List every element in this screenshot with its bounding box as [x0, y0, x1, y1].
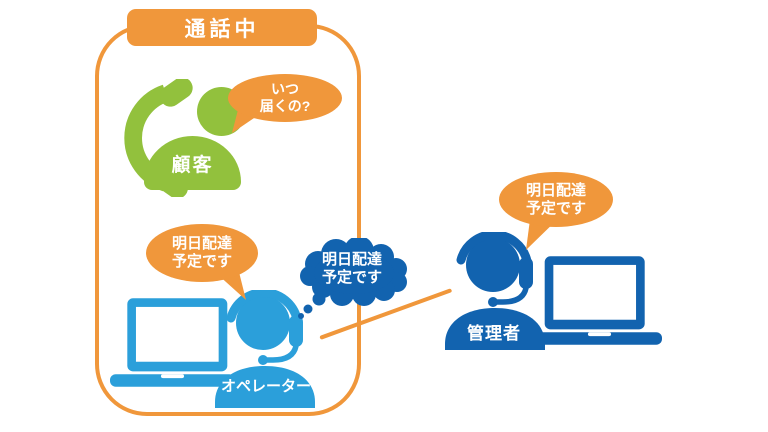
customer-speech-line1: いつ — [271, 81, 299, 98]
operator-laptop-icon — [110, 298, 235, 387]
manager-speech-bubble: 明日配達 予定です — [499, 172, 613, 227]
operator-label: オペレーター — [220, 377, 311, 395]
operator-thought-line1: 明日配達 — [321, 251, 382, 268]
customer-speech-line2: 届くの? — [259, 98, 311, 114]
manager-speech-line1: 明日配達 — [525, 181, 586, 199]
operator-headset-person-icon — [215, 290, 315, 408]
manager-speech-line2: 予定です — [525, 199, 586, 217]
call-status-label: 通話中 — [184, 17, 260, 41]
thought-cloud-icon — [298, 238, 407, 319]
operator-speech-bubble: 明日配達 予定です — [146, 224, 258, 282]
operator-thought-bubble: 明日配達 予定です — [304, 246, 400, 292]
manager-laptop-icon — [537, 256, 662, 345]
manager-label: 管理者 — [467, 323, 521, 343]
operator-thought-line2: 予定です — [321, 269, 382, 286]
customer-label: 顧客 — [171, 154, 214, 176]
manager-headset-person-icon — [445, 232, 545, 350]
operator-speech-line1: 明日配達 — [171, 235, 232, 253]
customer-speech-bubble: いつ 届くの? — [228, 74, 342, 122]
operator-speech-line2: 予定です — [171, 253, 232, 270]
call-status-title: 通話中 — [127, 9, 317, 46]
